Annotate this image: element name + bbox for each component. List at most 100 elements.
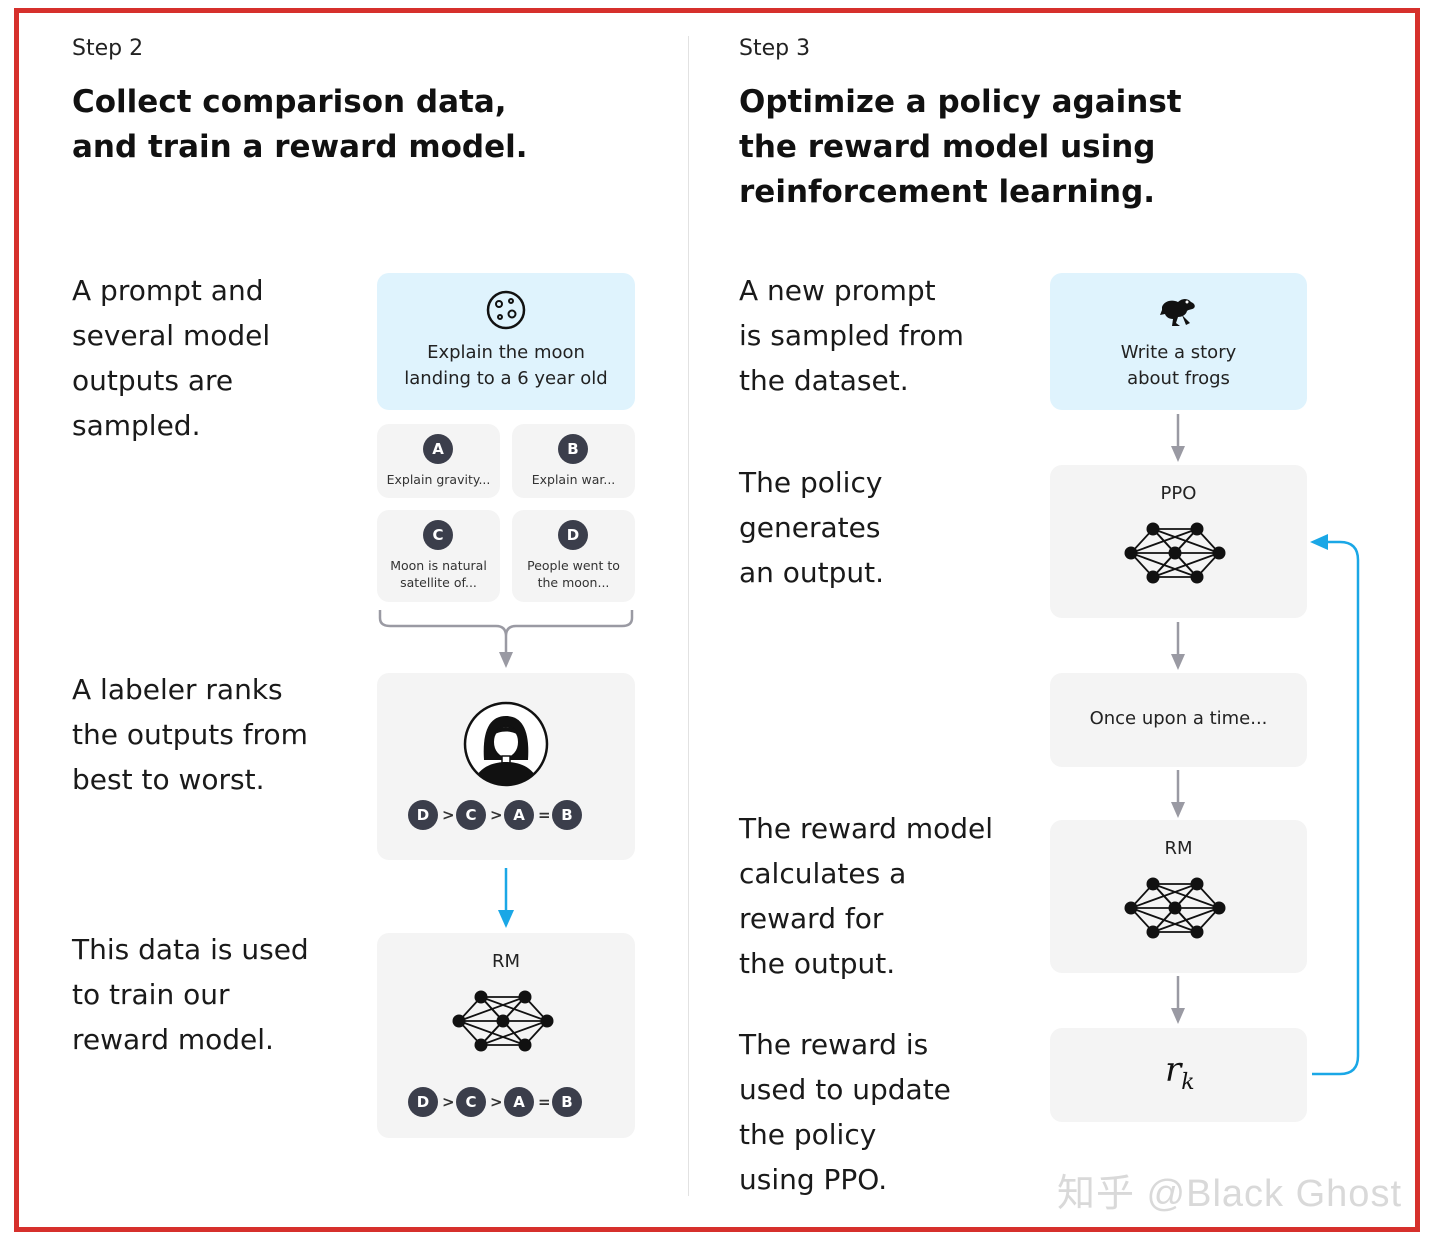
desc-line: several model bbox=[72, 319, 271, 352]
policy-output-card: Once upon a time... bbox=[1050, 673, 1307, 767]
network-node bbox=[1124, 901, 1138, 915]
output-card-a: A Explain gravity... bbox=[377, 424, 500, 498]
rank-badge: B bbox=[552, 800, 582, 830]
output-text: Explain war... bbox=[531, 472, 616, 487]
ppo-update-arrow-head bbox=[1310, 534, 1328, 550]
arrow-head bbox=[1171, 654, 1185, 670]
column-divider bbox=[688, 36, 689, 1196]
step3-desc-sample: A new prompt is sampled from the dataset… bbox=[739, 268, 964, 403]
step3-prompt-text: Write a story about frogs bbox=[1050, 340, 1307, 392]
labeler-ranking: D > C > A = B bbox=[408, 800, 582, 830]
step2-heading-line1: Collect comparison data, bbox=[72, 84, 507, 120]
reward-subscript: k bbox=[1181, 1069, 1195, 1095]
desc-line: the output. bbox=[739, 947, 896, 980]
rank-operator: > bbox=[442, 806, 455, 824]
network-node bbox=[1190, 877, 1204, 891]
rm-label: RM bbox=[1164, 838, 1193, 859]
step2-label: Step 2 bbox=[72, 36, 144, 61]
network-node bbox=[1168, 546, 1182, 560]
rank-badge: A bbox=[504, 800, 534, 830]
step3-heading-line1: Optimize a policy against bbox=[739, 84, 1182, 120]
desc-line: used to update bbox=[739, 1073, 951, 1106]
figure-frame bbox=[14, 8, 1420, 1232]
step2-prompt-text: Explain the moon landing to a 6 year old bbox=[377, 340, 635, 392]
neural-network-icon bbox=[1124, 522, 1226, 584]
network-edge bbox=[1152, 907, 1220, 933]
network-edge bbox=[1130, 528, 1198, 554]
labeler-card: D > C > A = B bbox=[377, 673, 635, 860]
output-badge: C bbox=[423, 520, 453, 550]
network-node bbox=[1146, 925, 1160, 939]
step3-heading-line3: reinforcement learning. bbox=[739, 174, 1156, 210]
desc-line: A new prompt bbox=[739, 274, 936, 307]
desc-line: to train our bbox=[72, 978, 230, 1011]
output-badge: B bbox=[558, 434, 588, 464]
output-card-c: C Moon is natural satellite of... bbox=[377, 510, 500, 602]
desc-line: generates bbox=[739, 511, 881, 544]
output-line: the moon... bbox=[537, 575, 610, 590]
ppo-update-loop bbox=[1312, 540, 1360, 1076]
desc-line: the dataset. bbox=[739, 364, 909, 397]
watermark-text: 知乎 @Black Ghost bbox=[1057, 1173, 1402, 1215]
rank-badge: C bbox=[456, 1087, 486, 1117]
desc-line: This data is used bbox=[72, 933, 309, 966]
desc-line: is sampled from bbox=[739, 319, 964, 352]
desc-line: an output. bbox=[739, 556, 885, 589]
network-edge bbox=[1152, 883, 1220, 909]
moon-icon bbox=[486, 290, 526, 330]
network-node bbox=[1212, 546, 1226, 560]
desc-line: best to worst. bbox=[72, 763, 265, 796]
rm-label: RM bbox=[491, 951, 521, 972]
output-text: Explain gravity... bbox=[386, 472, 491, 487]
output-line: Moon is natural bbox=[390, 558, 487, 573]
desc-line: The policy bbox=[739, 466, 883, 499]
labeler-avatar-icon bbox=[463, 701, 549, 787]
network-node bbox=[474, 1038, 488, 1052]
network-edge bbox=[1130, 552, 1198, 578]
rank-operator: = bbox=[538, 806, 551, 824]
desc-line: A labeler ranks bbox=[72, 673, 283, 706]
network-edge bbox=[458, 1020, 526, 1046]
desc-line: the outputs from bbox=[72, 718, 308, 751]
prompt-line: Write a story bbox=[1120, 342, 1237, 363]
step2-rm-card: RM D > C > A = B bbox=[377, 933, 635, 1138]
prompt-line: Explain the moon bbox=[427, 342, 585, 363]
arrow-head bbox=[499, 652, 513, 668]
step3-prompt-card: Write a story about frogs bbox=[1050, 273, 1307, 410]
neural-network-icon bbox=[1124, 877, 1226, 939]
step3-desc-update: The reward is used to update the policy … bbox=[739, 1022, 951, 1202]
neural-network-icon bbox=[452, 990, 554, 1052]
step2-heading: Collect comparison data, and train a rew… bbox=[72, 80, 528, 170]
output-text: Moon is natural satellite of... bbox=[377, 557, 500, 591]
network-node bbox=[1190, 522, 1204, 536]
output-card-d: D People went to the moon... bbox=[512, 510, 635, 602]
frog-icon bbox=[1160, 299, 1195, 326]
rank-badge: C bbox=[456, 800, 486, 830]
train-arrow-head bbox=[498, 910, 514, 928]
network-edge bbox=[1152, 528, 1220, 554]
rank-operator: > bbox=[490, 806, 503, 824]
rank-operator: = bbox=[538, 1093, 551, 1111]
network-node bbox=[496, 1014, 510, 1028]
network-node bbox=[518, 990, 532, 1004]
network-node bbox=[1212, 901, 1226, 915]
output-badge: D bbox=[558, 520, 588, 550]
desc-line: The reward model bbox=[739, 812, 994, 845]
network-node bbox=[1146, 522, 1160, 536]
desc-line: A prompt and bbox=[72, 274, 264, 307]
network-node bbox=[1190, 570, 1204, 584]
network-node bbox=[1168, 901, 1182, 915]
rank-operator: > bbox=[490, 1093, 503, 1111]
network-node bbox=[540, 1014, 554, 1028]
desc-line: the policy bbox=[739, 1118, 877, 1151]
desc-line: The reward is bbox=[739, 1028, 929, 1061]
rank-badge: D bbox=[408, 1087, 438, 1117]
policy-output-text: Once upon a time... bbox=[1089, 708, 1268, 729]
network-edge bbox=[1152, 552, 1220, 578]
network-edge bbox=[480, 1020, 548, 1046]
network-node bbox=[518, 1038, 532, 1052]
output-text: People went to the moon... bbox=[512, 557, 635, 591]
network-edge bbox=[458, 996, 526, 1022]
ppo-card: PPO bbox=[1050, 465, 1307, 618]
